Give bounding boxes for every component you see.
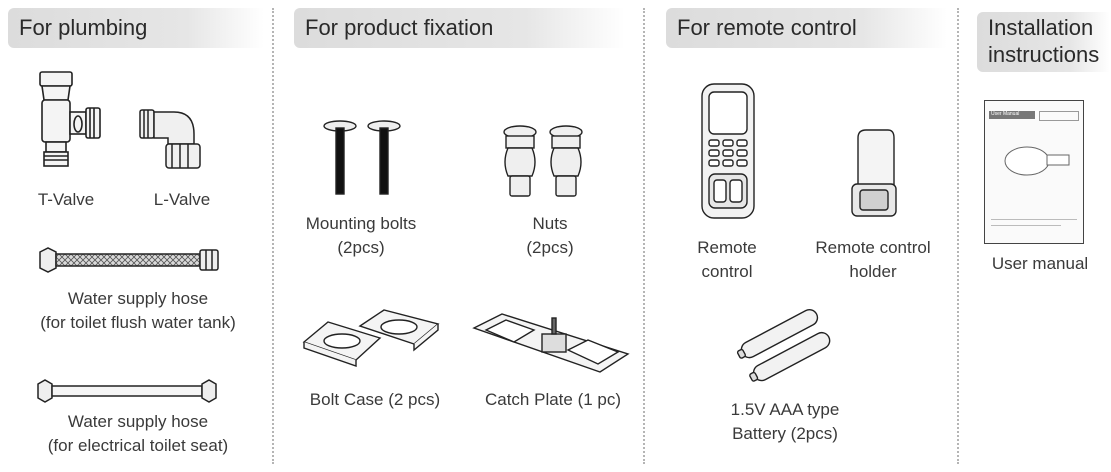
catch-plate-label: Catch Plate (1 pc) xyxy=(484,390,622,409)
plain-hose-icon xyxy=(37,379,217,403)
plumbing-header: For plumbing xyxy=(8,8,264,48)
remote-control-icon xyxy=(701,83,755,219)
l-valve-label: L-Valve xyxy=(153,190,211,209)
t-valve-icon xyxy=(39,71,101,167)
user-manual-label: User manual xyxy=(991,254,1089,273)
nuts-label: Nuts (2pcs) xyxy=(526,214,574,257)
braided-hose-icon xyxy=(39,247,219,273)
battery-icon xyxy=(736,308,831,382)
hose-tank-label: Water supply hose (for toilet flush wate… xyxy=(40,289,236,332)
divider-3 xyxy=(957,8,959,464)
fixation-header: For product fixation xyxy=(294,8,625,48)
remote-holder-icon xyxy=(851,129,897,217)
remote-label: Remote control xyxy=(697,238,757,281)
t-valve-label: T-Valve xyxy=(37,190,95,209)
nuts-icon xyxy=(503,125,583,197)
l-valve-icon xyxy=(139,109,201,169)
catch-plate-icon xyxy=(472,313,630,373)
remote-header: For remote control xyxy=(666,8,947,48)
bolt-case-icon xyxy=(302,309,440,367)
bolt-case-label: Bolt Case (2 pcs) xyxy=(309,390,441,409)
hose-seat-label: Water supply hose (for electrical toilet… xyxy=(47,412,229,455)
manual-cover-title: User Manual xyxy=(991,111,1020,117)
remote-holder-label: Remote control holder xyxy=(815,238,931,281)
user-manual-icon: User Manual xyxy=(984,100,1084,244)
divider-2 xyxy=(643,8,645,464)
mounting-bolts-label: Mounting bolts (2pcs) xyxy=(305,214,417,257)
mounting-bolts-icon xyxy=(323,120,401,195)
divider-1 xyxy=(272,8,274,464)
install-header: Installation instructions xyxy=(977,12,1110,72)
battery-label: 1.5V AAA type Battery (2pcs) xyxy=(730,400,840,443)
